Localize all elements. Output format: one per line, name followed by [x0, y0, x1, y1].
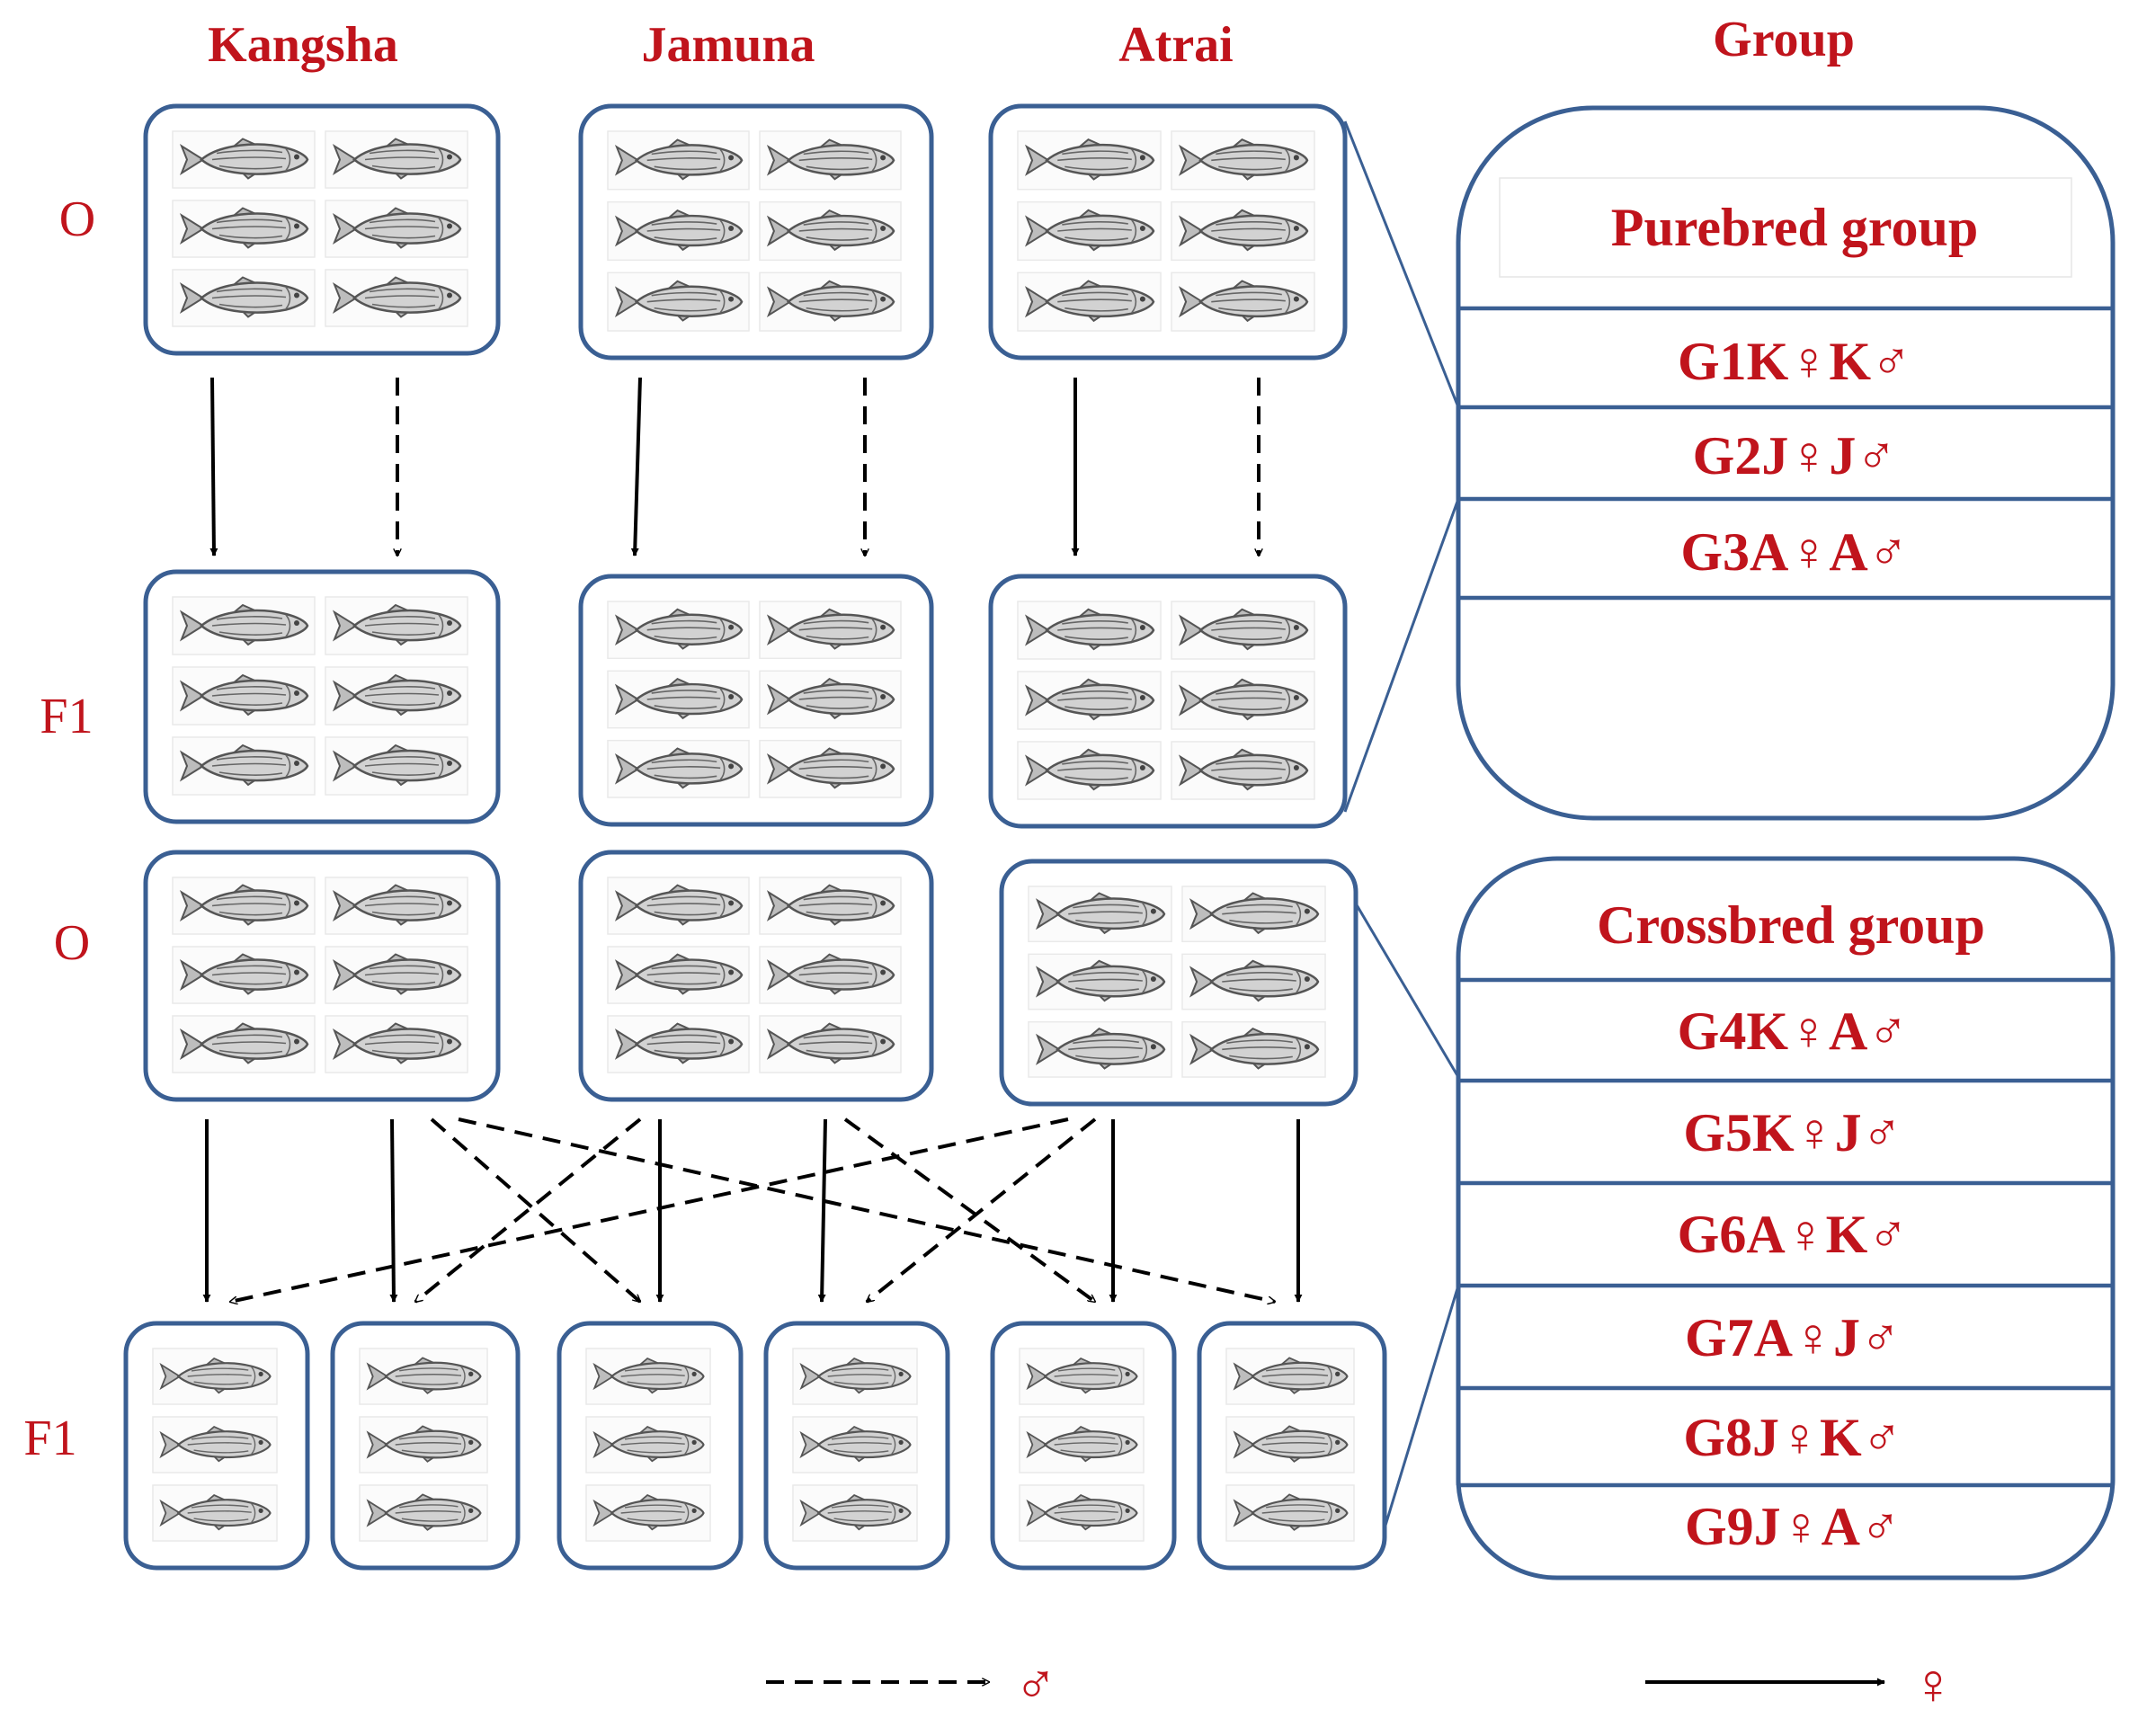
group-row-g7: G7A♀J♂	[1685, 1308, 1901, 1367]
pool-cross-3	[557, 1321, 744, 1571]
group-row-g2: G2J♀J♂	[1693, 426, 1897, 485]
connector-crossbred-bottom	[1383, 1285, 1460, 1529]
pool-jamuna-o2	[578, 850, 934, 1102]
arrow-male-a-to-kangsha	[230, 1117, 1069, 1302]
legend-male-symbol: ♂	[1014, 1652, 1057, 1716]
arrow-female-jamuna-1	[630, 377, 642, 556]
column-header-atrai: Atrai	[1118, 17, 1234, 73]
pool-atrai-o1	[988, 103, 1348, 361]
group-row-g4: G4K♀A♂	[1678, 1002, 1909, 1061]
group-row-g8: G8J♀K♂	[1683, 1408, 1902, 1467]
pool-cross-1	[123, 1321, 310, 1571]
group-row-g6: G6A♀K♂	[1678, 1205, 1909, 1264]
row-label-f1-1: F1	[40, 689, 93, 744]
purebred-group-panel: Purebred group G1K♀K♂ G2J♀J♂ G3A♀A♂	[1456, 105, 2116, 821]
fish-pools	[123, 103, 1387, 1571]
group-row-g3: G3A♀A♂	[1680, 522, 1908, 582]
crossbred-group-panel: Crossbred group G4K♀A♂ G5K♀J♂ G6A♀K♂ G7A…	[1456, 856, 2116, 1580]
pool-kangsha-f1	[143, 569, 501, 824]
row-label-f1-2: F1	[23, 1411, 76, 1466]
group-row-g5: G5K♀J♂	[1683, 1103, 1902, 1162]
column-header-kangsha: Kangsha	[208, 17, 398, 73]
pool-kangsha-o2	[143, 850, 501, 1102]
arrow-male-k-to-jamuna	[430, 1117, 640, 1302]
pool-cross-4	[763, 1321, 950, 1571]
connector-purebred-top	[1343, 120, 1460, 408]
crossbred-group-title: Crossbred group	[1597, 895, 1985, 955]
arrow-male-a-to-jamuna	[867, 1117, 1097, 1302]
pool-cross-2	[330, 1321, 521, 1571]
connector-purebred-bottom	[1343, 498, 1460, 813]
arrow-female-j-to-j2	[817, 1118, 827, 1303]
arrow-male-j-to-kangsha	[415, 1117, 642, 1302]
pool-atrai-f1	[988, 574, 1348, 829]
pool-cross-6	[1197, 1321, 1387, 1571]
pool-cross-5	[990, 1321, 1177, 1571]
row-label-o-2: O	[54, 915, 90, 971]
pool-jamuna-o1	[578, 103, 934, 361]
group-row-g9: G9J♀A♂	[1685, 1497, 1901, 1556]
purebred-group-title: Purebred group	[1611, 198, 1978, 257]
pool-jamuna-f1	[578, 574, 934, 827]
connector-crossbred-top	[1354, 903, 1460, 1078]
arrow-male-k-to-atrai	[458, 1117, 1275, 1302]
row-label-o-1: O	[59, 191, 95, 247]
group-header: Group	[1713, 12, 1855, 67]
arrow-female-kangsha-1	[209, 377, 218, 556]
group-row-g1: G1K♀K♂	[1678, 332, 1911, 391]
arrow-male-j-to-atrai	[843, 1117, 1095, 1304]
legend-female-symbol: ♀	[1911, 1652, 1955, 1716]
pool-atrai-o2	[999, 859, 1358, 1107]
legend: ♂ ♀	[766, 1652, 1955, 1716]
pool-kangsha-o1	[143, 103, 501, 356]
column-header-jamuna: Jamuna	[642, 17, 815, 73]
arrow-female-k-to-ka	[389, 1118, 398, 1303]
